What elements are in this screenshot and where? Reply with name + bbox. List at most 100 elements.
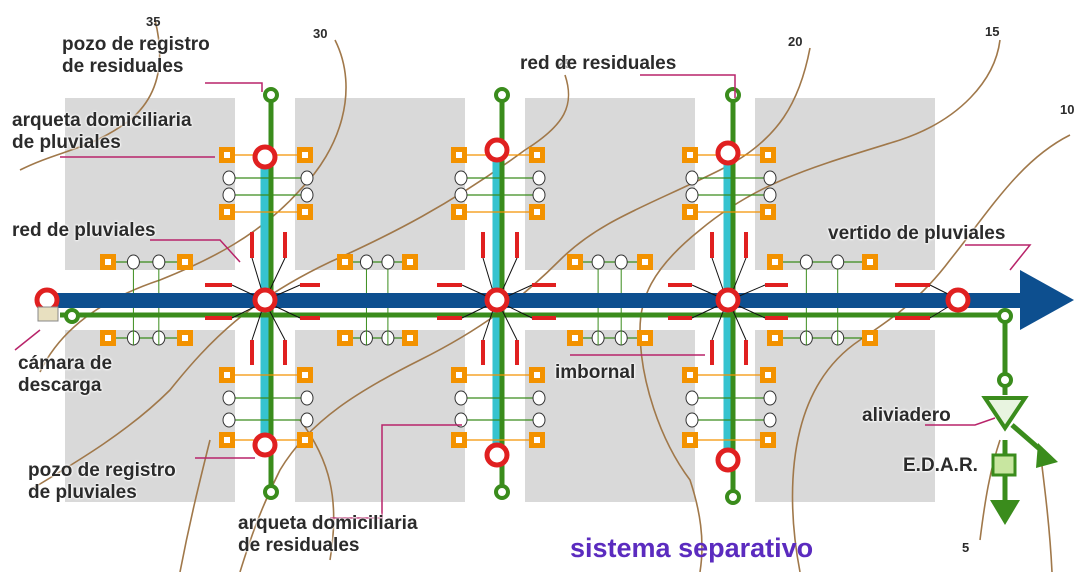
aliviadero-symbol	[981, 396, 1029, 432]
arqueta-pluviales-center	[302, 152, 308, 158]
overflow-arrow	[1036, 443, 1058, 468]
label-arqueta-pluviales: arqueta domiciliaria de pluviales	[12, 110, 192, 153]
arqueta-residuales	[685, 187, 699, 203]
contour-label-35: 35	[146, 14, 161, 29]
arqueta-residuales	[532, 170, 546, 186]
contour-bl	[179, 439, 211, 572]
contour-label-20: 20	[788, 34, 803, 49]
arqueta-pluviales-center	[867, 259, 873, 265]
label-red-residuales: red de residuales	[520, 53, 677, 74]
pluvial-main	[45, 270, 1074, 330]
block	[295, 330, 465, 502]
discharge-chamber	[37, 306, 59, 322]
arqueta-pluviales-center	[407, 259, 413, 265]
arqueta-pluviales-center	[765, 437, 771, 443]
contour-label-5: 5	[962, 540, 970, 555]
label-aliviadero: aliviadero	[862, 405, 951, 426]
arqueta-pluviales-center	[765, 152, 771, 158]
edar-out-arrow	[990, 500, 1020, 525]
arqueta-pluviales-center	[224, 372, 230, 378]
contour-5	[979, 439, 1001, 541]
arqueta-residuales	[799, 254, 813, 270]
arqueta-pluviales-center	[687, 437, 693, 443]
block	[295, 98, 465, 270]
arqueta-residuales	[454, 170, 468, 186]
arqueta-residuales	[222, 170, 236, 186]
arqueta-pluviales-center	[456, 437, 462, 443]
arqueta-pluviales-center	[642, 335, 648, 341]
arqueta-pluviales-center	[765, 209, 771, 215]
pluvial-main-arrowhead	[1020, 270, 1074, 330]
label-pozo-registro-residuales: pozo de registro de residuales	[62, 34, 210, 77]
arqueta-pluviales-center	[182, 259, 188, 265]
arqueta-residuales	[532, 187, 546, 203]
arqueta-pluviales-center	[534, 372, 540, 378]
contour-label-25: 25	[557, 56, 572, 71]
arqueta-residuales	[300, 170, 314, 186]
label-arqueta-residuales: arqueta domiciliaria de residuales	[238, 513, 418, 556]
arqueta-residuales	[454, 390, 468, 406]
arqueta-pluviales-center	[572, 335, 578, 341]
arqueta-pluviales-center	[456, 152, 462, 158]
contour-10	[791, 134, 1071, 572]
arqueta-residuales	[614, 254, 628, 270]
contour-label-10: 10	[1060, 102, 1074, 117]
arqueta-residuales	[831, 254, 845, 270]
label-vertido-pluviales: vertido de pluviales	[828, 223, 1006, 244]
contour-label-30: 30	[313, 26, 328, 41]
arqueta-residuales	[300, 187, 314, 203]
block	[755, 98, 935, 270]
arqueta-residuales	[359, 254, 373, 270]
leader-lines	[14, 74, 1032, 519]
street-connections	[100, 254, 878, 346]
edar-symbol	[991, 453, 1017, 477]
arqueta-pluviales-center	[867, 335, 873, 341]
arqueta-pluviales-center	[456, 209, 462, 215]
arqueta-pluviales-center	[687, 152, 693, 158]
arqueta-pluviales-center	[105, 259, 111, 265]
arqueta-residuales	[152, 254, 166, 270]
arqueta-residuales	[685, 390, 699, 406]
contour-5b	[1039, 449, 1053, 572]
arqueta-pluviales-center	[772, 259, 778, 265]
pluvial-main-pipe	[45, 293, 1025, 308]
arqueta-residuales	[222, 390, 236, 406]
arqueta-pluviales-center	[687, 209, 693, 215]
arqueta-residuales	[763, 390, 777, 406]
block	[755, 330, 935, 502]
block	[525, 98, 695, 270]
label-imbornal: imbornal	[555, 362, 636, 383]
house-connections	[219, 147, 777, 448]
arqueta-pluviales-center	[224, 209, 230, 215]
arqueta-pluviales-center	[302, 209, 308, 215]
arqueta-pluviales-center	[302, 372, 308, 378]
city-blocks	[65, 98, 935, 502]
arqueta-residuales	[532, 412, 546, 428]
label-red-pluviales: red de pluviales	[12, 220, 156, 241]
arqueta-pluviales-center	[765, 372, 771, 378]
arqueta-pluviales-center	[642, 259, 648, 265]
arqueta-pluviales-center	[302, 437, 308, 443]
residual-end-nodes	[64, 87, 1013, 505]
arqueta-residuales	[222, 187, 236, 203]
arqueta-pluviales-center	[456, 372, 462, 378]
arqueta-pluviales-center	[772, 335, 778, 341]
arqueta-residuales	[381, 254, 395, 270]
arqueta-pluviales-center	[224, 437, 230, 443]
arqueta-pluviales-center	[534, 437, 540, 443]
arqueta-residuales	[685, 170, 699, 186]
arqueta-residuales	[126, 254, 140, 270]
arqueta-pluviales-center	[534, 209, 540, 215]
arqueta-residuales	[222, 412, 236, 428]
arqueta-pluviales-center	[224, 152, 230, 158]
contour-25	[29, 74, 570, 491]
arqueta-pluviales-center	[407, 335, 413, 341]
arqueta-pluviales-center	[687, 372, 693, 378]
arqueta-pluviales-center	[342, 335, 348, 341]
pluvial-manholes	[34, 137, 971, 473]
arqueta-pluviales-center	[572, 259, 578, 265]
label-pozo-registro-pluviales: pozo de registro de pluviales	[28, 460, 176, 503]
label-edar: E.D.A.R.	[903, 455, 978, 476]
